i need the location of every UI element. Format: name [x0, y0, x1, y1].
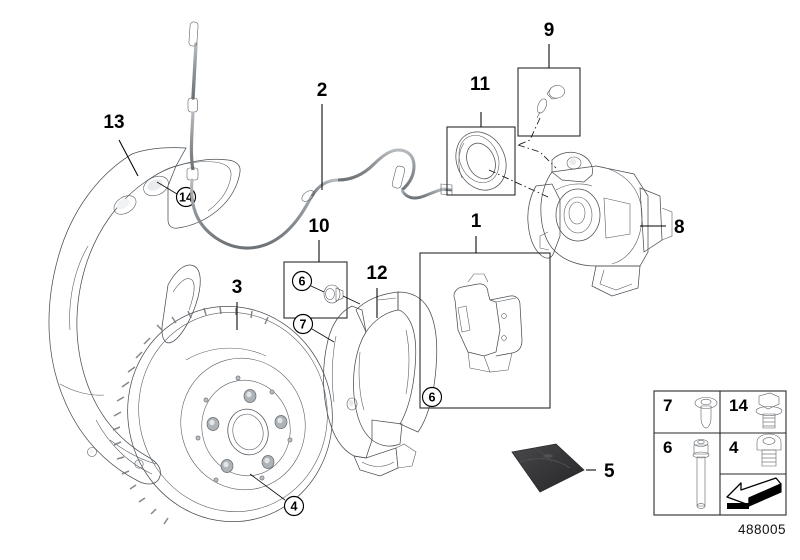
part-bleeder-valve: [536, 85, 565, 119]
part-brake-caliper-housing: [527, 151, 673, 297]
bubble-6b-circle: [421, 386, 443, 408]
callout-10-label: 10: [308, 216, 329, 237]
legend-cell-6-label: 6: [663, 438, 672, 457]
part-caliper-carrier-bracket: [323, 291, 438, 477]
bubble-4-disc-screw: 4: [249, 473, 305, 517]
legend-cell-4-label: 4: [729, 438, 739, 457]
bubble-4-circle: [283, 495, 305, 517]
part-piston-seal-ring: [455, 131, 507, 191]
box-guide-bolt-cap: 10 6: [283, 216, 361, 319]
bubble-14-dust-shield-bolt: 14: [156, 181, 197, 208]
legend-cell-14-label: 14: [729, 396, 748, 415]
legend-icon-hex-flange-bolt: [755, 392, 783, 429]
callout-3: 3: [232, 277, 243, 330]
callout-8-label: 8: [674, 217, 685, 238]
callout-11-label: 11: [470, 74, 491, 95]
bubble-4-label: 4: [291, 500, 298, 514]
bubble-7-carrier-bolt: 7: [292, 313, 335, 343]
callout-12: 12: [366, 263, 388, 318]
bubble-7-circle: [292, 313, 314, 335]
legend-cell-7-label: 7: [663, 396, 672, 415]
callout-5-label: 5: [604, 461, 615, 482]
callout-9-label: 9: [544, 20, 555, 41]
part-guide-bolt-cap: [323, 284, 344, 304]
callout-1-label: 1: [471, 211, 482, 232]
fastener-legend: 7 14 6 4: [653, 390, 787, 537]
bubble-7-label: 7: [300, 318, 307, 332]
callout-3-label: 3: [232, 277, 243, 298]
part-ventilated-brake-disc: [112, 305, 333, 525]
box-bleeder-valve: 9: [517, 20, 581, 169]
callout-2: 2: [317, 80, 328, 190]
part-brake-pad-wear-sensor: [186, 21, 453, 250]
callout-8: 8: [640, 217, 685, 238]
legend-icon-direction-arrow-symbol: [726, 477, 782, 509]
legend-icon-countersunk-hex-screw: [756, 433, 782, 467]
callout-2-label: 2: [317, 80, 328, 101]
bubble-6a-label: 6: [299, 275, 306, 289]
legend-icon-long-guide-bolt: [692, 439, 710, 509]
part-anti-squeal-shim: [511, 443, 585, 493]
part-brake-dust-shield: [48, 147, 241, 485]
box-piston-seal-ring: 11: [446, 74, 549, 198]
bubble-14-label: 14: [179, 191, 193, 205]
legend-icon-flange-bolt-collar: [694, 397, 718, 429]
bubble-6b-label: 6: [429, 391, 436, 405]
callout-12-label: 12: [366, 263, 387, 284]
diagram-number: 488005: [738, 522, 786, 537]
callout-5: 5: [586, 461, 615, 482]
box-brake-pad-set: 1 6: [419, 211, 551, 409]
callout-13: 13: [103, 112, 139, 177]
callout-13-label: 13: [103, 112, 124, 133]
bubble-6a-circle: [291, 270, 313, 292]
part-brake-pad-set: [453, 273, 523, 373]
